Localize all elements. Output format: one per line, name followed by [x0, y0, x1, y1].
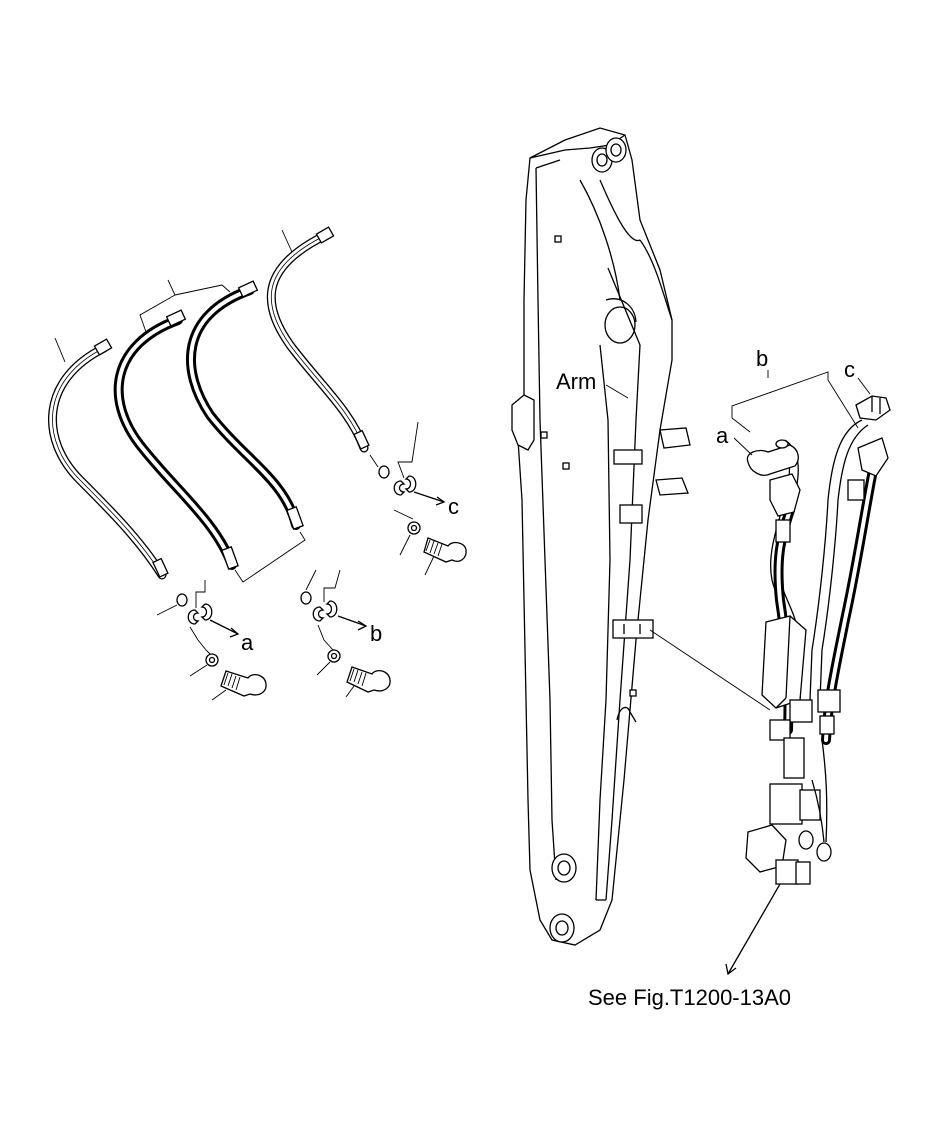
leader-b-right-arm: [827, 379, 859, 429]
see-fig-reference[interactable]: See Fig.T1200-13A0: [588, 985, 791, 1010]
hose-1[interactable]: [48, 338, 169, 580]
leader-c-right: [857, 377, 871, 395]
label-b-left: b: [370, 621, 382, 646]
hose-leaders: [54, 229, 306, 583]
fitting-group-b-left[interactable]: [300, 569, 391, 698]
fitting-group-c-left[interactable]: [369, 421, 467, 576]
hose-4[interactable]: [266, 226, 370, 453]
label-a-left: a: [241, 630, 254, 655]
leader-a-right: [733, 437, 753, 456]
label-b-right: b: [756, 346, 768, 371]
hose-2[interactable]: [113, 309, 239, 570]
clamp-leader: [649, 629, 771, 711]
leader-b-left-arm: [731, 417, 751, 433]
hose-3[interactable]: [186, 280, 304, 530]
label-c-left: c: [448, 494, 459, 519]
label-c-right: c: [844, 357, 855, 382]
arm-leader: [605, 384, 629, 399]
label-a-right: a: [716, 423, 729, 448]
see-fig-arrow: [725, 883, 781, 976]
fitting-group-a-left[interactable]: [156, 580, 267, 701]
hose-assembly[interactable]: [745, 395, 891, 885]
label-arm: Arm: [556, 369, 596, 394]
arm-structure[interactable]: [511, 127, 691, 946]
leader-b-right: [731, 371, 829, 418]
